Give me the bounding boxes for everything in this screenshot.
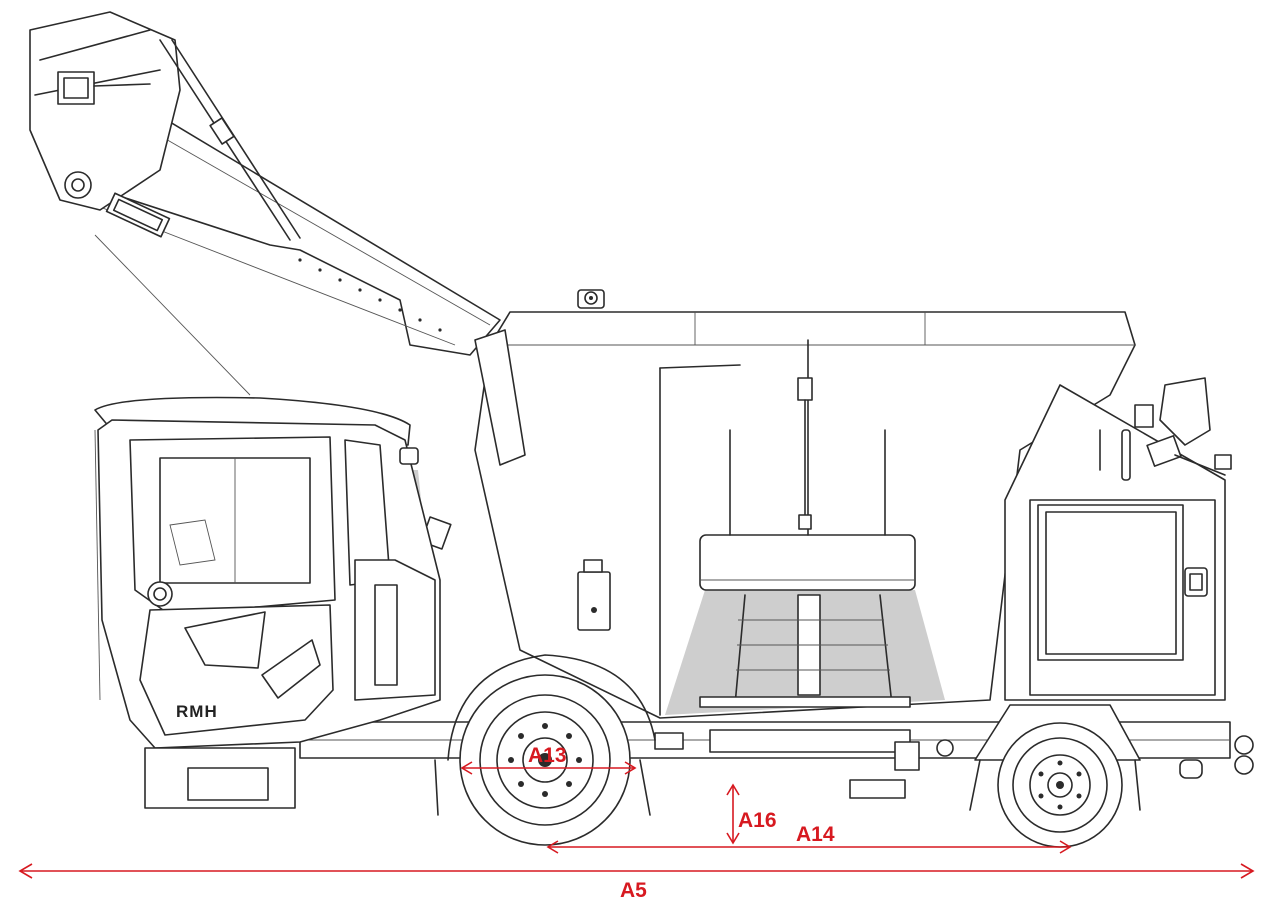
vertical-auger bbox=[699, 339, 916, 708]
dimension-a14: A14 bbox=[546, 823, 1072, 854]
dimension-a16: A16 bbox=[726, 783, 777, 845]
rear-wheel bbox=[997, 722, 1123, 848]
dimension-label-a13: A13 bbox=[528, 744, 567, 767]
boom-rivets bbox=[298, 258, 442, 332]
engine-handle bbox=[1184, 567, 1208, 597]
dimension-label-a5: A5 bbox=[620, 879, 647, 902]
radiator-grille bbox=[1037, 504, 1184, 661]
control-box bbox=[577, 559, 611, 631]
dimension-a5: A5 bbox=[18, 863, 1255, 902]
dimension-label-a14: A14 bbox=[796, 823, 835, 846]
front-wheel bbox=[447, 654, 656, 846]
cab-door bbox=[139, 604, 334, 736]
mirror-icon bbox=[147, 581, 173, 607]
boom-bearing-flange bbox=[64, 171, 92, 199]
dimension-a13: A13 bbox=[460, 744, 637, 775]
operator-cab: RMH bbox=[94, 396, 441, 809]
mixer-tub bbox=[400, 289, 1136, 719]
dimension-label-a16: A16 bbox=[738, 809, 777, 832]
brand-logo-text: RMH bbox=[176, 702, 218, 721]
engine-compartment bbox=[1004, 377, 1232, 701]
control-rod bbox=[659, 364, 813, 716]
rear-hitch bbox=[1179, 735, 1254, 779]
elevator-boom bbox=[29, 11, 501, 396]
rear-wheel-lugs bbox=[1038, 760, 1082, 810]
work-light-icon bbox=[399, 447, 419, 465]
front-wheel-lugs bbox=[508, 723, 582, 797]
beacon-light-icon bbox=[577, 289, 605, 309]
